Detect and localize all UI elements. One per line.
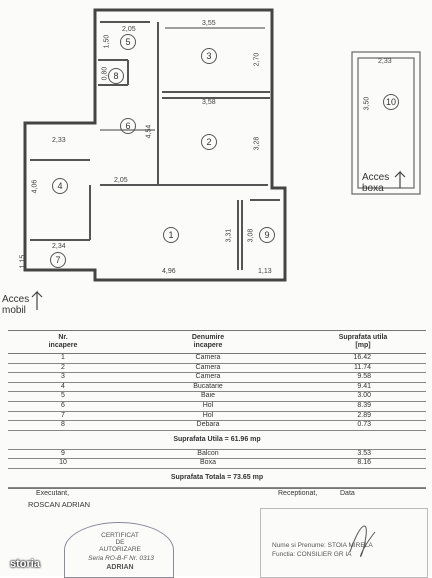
cell-suprafata: 8.16	[357, 459, 371, 467]
table-row: 6 Hol 8.39	[8, 402, 426, 412]
cell-suprafata: 3.53	[357, 449, 371, 457]
table-row: 5 Baie 3.00	[8, 392, 426, 402]
table-row: 10 Boxa 8.16	[8, 459, 426, 469]
data-label: Data	[340, 490, 355, 497]
room-number: 1	[163, 227, 179, 243]
header-suprafata: Suprafata utila [mp]	[338, 334, 388, 349]
area-table: Nr. incapere Denumire incapere Suprafata…	[8, 330, 426, 488]
table-row: 8 Debara 0.73	[8, 421, 426, 431]
cell-nr: 4	[61, 382, 65, 390]
table-row: 3 Camera 9.58	[8, 373, 426, 383]
room-number: 4	[52, 178, 68, 194]
cell-denumire: Balcon	[197, 449, 219, 457]
dim-label: 2,34	[52, 243, 66, 250]
executant-label: Executant,	[36, 490, 70, 497]
room-number: 10	[383, 94, 399, 110]
cell-denumire: Debara	[196, 421, 220, 429]
dim-label: 2,70	[253, 52, 261, 67]
cell-nr: 5	[61, 392, 65, 400]
table-row: 2 Camera 11.74	[8, 364, 426, 374]
suprafata-utila: Suprafata Utila = 61.96 mp	[8, 431, 426, 450]
dim-label: 2,33	[52, 137, 66, 144]
dim-label: 3,50	[363, 96, 371, 111]
stamp-name: ADRIAN	[106, 564, 134, 571]
dim-label: 3,58	[202, 99, 216, 106]
table-row: 7 Hol 2.89	[8, 412, 426, 422]
room-number: 9	[259, 227, 275, 243]
cell-suprafata: 0.73	[357, 421, 371, 429]
table-row: 9 Balcon 3.53	[8, 450, 426, 460]
dim-label: 4,96	[162, 268, 176, 275]
cell-suprafata: 9.58	[357, 373, 371, 381]
cell-nr: 6	[61, 401, 65, 409]
dim-label: 2,05	[114, 177, 128, 184]
room-number: 5	[120, 34, 136, 50]
cell-suprafata: 8.39	[357, 401, 371, 409]
signature	[349, 525, 376, 557]
dim-label: 3,55	[202, 20, 216, 27]
table-row: 1 Camera 16.42	[8, 354, 426, 364]
suprafata-totala: Suprafata Totala = 73.65 mp	[8, 469, 426, 488]
cell-denumire: Hol	[202, 401, 214, 409]
room-number: 8	[108, 68, 124, 84]
dim-label: 1,15	[19, 254, 27, 269]
dim-label: 3,31	[225, 228, 233, 243]
stamp-title: CERTIFICAT DE AUTORIZARE	[99, 532, 141, 553]
cell-suprafata: 16.42	[353, 354, 371, 361]
cell-denumire: Baie	[200, 392, 215, 400]
floor-plan	[23, 8, 421, 310]
cell-denumire: Bucatarie	[193, 382, 223, 390]
header-nr: Nr. incapere	[48, 334, 78, 349]
cell-suprafata: 3.00	[357, 392, 371, 400]
dim-label: 2,05	[122, 26, 136, 33]
storia-watermark: storia	[10, 558, 40, 570]
dim-label: 3,28	[253, 136, 261, 151]
cell-nr: 8	[61, 421, 65, 429]
room-number: 7	[50, 252, 66, 268]
table-body-annex: 9 Balcon 3.53 10 Boxa 8.16	[8, 450, 426, 469]
cell-nr: 10	[59, 459, 67, 467]
cell-denumire: Boxa	[200, 459, 216, 467]
cell-nr: 9	[61, 449, 65, 457]
header-denumire: Denumire incapere	[191, 334, 225, 349]
cell-nr: 1	[61, 354, 65, 361]
dim-label: 3,08	[247, 228, 255, 243]
cell-denumire: Hol	[202, 411, 214, 419]
table-row: 4 Bucatarie 9.41	[8, 383, 426, 393]
footer: Executant, ROSCAN ADRIAN Receptionat, Da…	[8, 488, 426, 576]
dim-label: 2,33	[378, 58, 392, 65]
cell-suprafata: 2.89	[357, 411, 371, 419]
cell-denumire: Camera	[195, 363, 221, 371]
room-number: 3	[201, 48, 217, 64]
dim-label: 4,54	[145, 124, 153, 139]
room-number: 2	[201, 134, 217, 150]
table-header: Nr. incapere Denumire incapere Suprafata…	[8, 330, 426, 354]
dim-label: 1,13	[258, 268, 272, 275]
cell-denumire: Camera	[195, 373, 221, 381]
sign-line-1: Nume si Prenume: STOIA MIRELA	[272, 542, 373, 549]
cell-suprafata: 11.74	[354, 363, 371, 371]
cell-nr: 3	[61, 373, 65, 381]
room-number: 6	[120, 118, 136, 134]
receptionat-label: Receptionat,	[278, 490, 318, 497]
dim-label: 1,50	[103, 34, 111, 49]
cell-suprafata: 9.41	[357, 382, 371, 390]
stamp-serie: Seria RO-B-F Nr. 0313	[88, 555, 154, 562]
dim-label: 4,06	[31, 179, 39, 194]
cell-denumire: Camera	[195, 354, 221, 361]
sign-line-2: Functia: CONSILIER GR IA	[272, 551, 352, 558]
executant-name: ROSCAN ADRIAN	[28, 500, 91, 509]
cell-nr: 2	[61, 363, 65, 371]
cell-nr: 7	[61, 411, 65, 419]
acces-boxa-label: Acces boxa	[362, 172, 390, 194]
acces-mobil-label: Acces mobil	[2, 294, 30, 316]
